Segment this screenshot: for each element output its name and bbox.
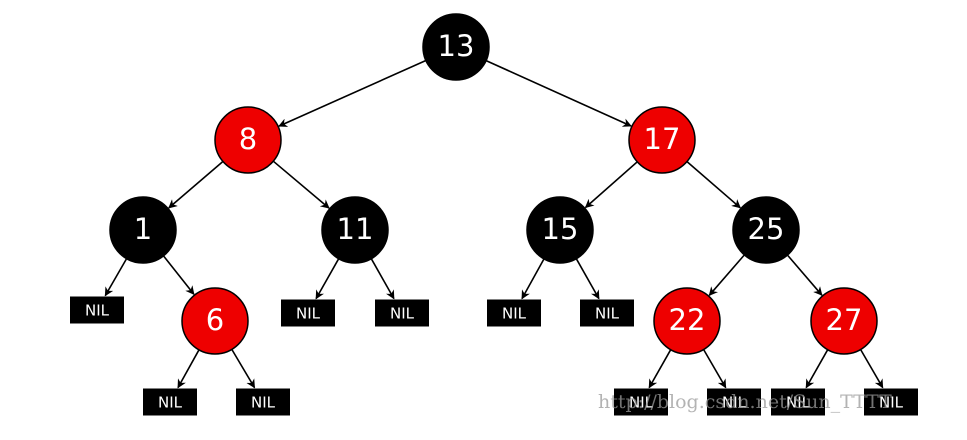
edge-n25-n27 xyxy=(786,254,823,296)
tree-node-17: 17 xyxy=(628,106,696,174)
nil-leaf: NIL xyxy=(580,299,634,327)
nil-box xyxy=(281,299,335,327)
edge-n17-n25 xyxy=(686,160,741,209)
edge-n8-n1 xyxy=(168,160,224,209)
edge-n27-nil10 xyxy=(805,349,829,389)
edge-n22-nil8 xyxy=(648,349,672,389)
node-label: 6 xyxy=(206,303,224,337)
edge-n11-nil2 xyxy=(315,258,340,300)
node-label: 17 xyxy=(644,122,681,156)
nil-label: NIL xyxy=(629,394,654,412)
nil-leaf: NIL xyxy=(864,388,918,416)
nil-box xyxy=(70,296,124,324)
nil-leaf: NIL xyxy=(771,388,825,416)
node-label: 8 xyxy=(239,122,257,156)
edge-n11-nil3 xyxy=(370,258,395,300)
nil-leaf: NIL xyxy=(236,388,290,416)
nil-box xyxy=(580,299,634,327)
black-node-circle xyxy=(321,196,389,264)
tree-node-25: 25 xyxy=(732,196,800,264)
tree-node-13: 13 xyxy=(422,13,490,81)
nil-leaf: NIL xyxy=(707,388,761,416)
edge-n8-n11 xyxy=(272,160,330,209)
watermark-text: http://blog.csdn.net/Sun_TTTT xyxy=(598,391,892,413)
nil-label: NIL xyxy=(158,394,183,412)
nil-label: NIL xyxy=(251,394,276,412)
red-node-circle xyxy=(653,287,721,355)
tree-node-8: 8 xyxy=(214,106,282,174)
nil-leaf: NIL xyxy=(614,388,668,416)
tree-node-27: 27 xyxy=(810,287,878,355)
nil-label: NIL xyxy=(390,305,415,323)
tree-node-11: 11 xyxy=(321,196,389,264)
node-label: 22 xyxy=(669,303,706,337)
nil-box xyxy=(236,388,290,416)
edge-n15-nil4 xyxy=(521,258,545,300)
tree-node-6: 6 xyxy=(181,287,249,355)
edge-n13-n17 xyxy=(485,59,632,127)
edge-n1-n6 xyxy=(162,255,195,296)
nil-box xyxy=(864,388,918,416)
nil-box xyxy=(707,388,761,416)
nil-leaf: NIL xyxy=(375,299,429,327)
nil-leaf: NIL xyxy=(487,299,541,327)
edge-n13-n8 xyxy=(278,59,427,127)
nil-box xyxy=(487,299,541,327)
black-node-circle xyxy=(526,196,594,264)
node-label: 15 xyxy=(542,212,579,246)
tree-node-22: 22 xyxy=(653,287,721,355)
nil-leaf: NIL xyxy=(281,299,335,327)
nil-label: NIL xyxy=(296,305,321,323)
nil-box xyxy=(375,299,429,327)
red-node-circle xyxy=(181,287,249,355)
red-node-circle xyxy=(628,106,696,174)
edge-n25-n22 xyxy=(708,254,746,296)
nil-leaves: NIL NIL NIL NIL NIL NIL NIL NIL NIL NIL NIL xyxy=(70,296,918,416)
edge-n27-nil11 xyxy=(859,349,884,389)
nil-label: NIL xyxy=(722,394,747,412)
black-node-circle xyxy=(109,196,177,264)
edge-n15-nil5 xyxy=(575,258,600,300)
nil-label: NIL xyxy=(595,305,620,323)
nil-box xyxy=(614,388,668,416)
tree-node-15: 15 xyxy=(526,196,594,264)
nil-label: NIL xyxy=(879,394,904,412)
red-node-circle xyxy=(810,287,878,355)
nil-leaf: NIL xyxy=(70,296,124,324)
node-label: 27 xyxy=(826,303,863,337)
nil-label: NIL xyxy=(502,305,527,323)
red-node-circle xyxy=(214,106,282,174)
node-label: 11 xyxy=(337,212,374,246)
edge-n6-nil6 xyxy=(177,349,200,389)
nil-leaf: NIL xyxy=(143,388,197,416)
nil-box xyxy=(771,388,825,416)
node-label: 25 xyxy=(748,212,785,246)
nil-box xyxy=(143,388,197,416)
edge-n6-nil7 xyxy=(231,348,256,389)
black-node-circle xyxy=(732,196,800,264)
tree-node-1: 1 xyxy=(109,196,177,264)
nil-label: NIL xyxy=(85,302,110,320)
tree-edges xyxy=(104,59,884,389)
nil-label: NIL xyxy=(786,394,811,412)
node-label: 1 xyxy=(134,212,152,246)
black-node-circle xyxy=(422,13,490,81)
edge-n17-n15 xyxy=(584,161,638,209)
node-label: 13 xyxy=(438,29,475,63)
edge-n1-nil1 xyxy=(104,258,128,297)
edge-n22-nil9 xyxy=(702,349,727,389)
